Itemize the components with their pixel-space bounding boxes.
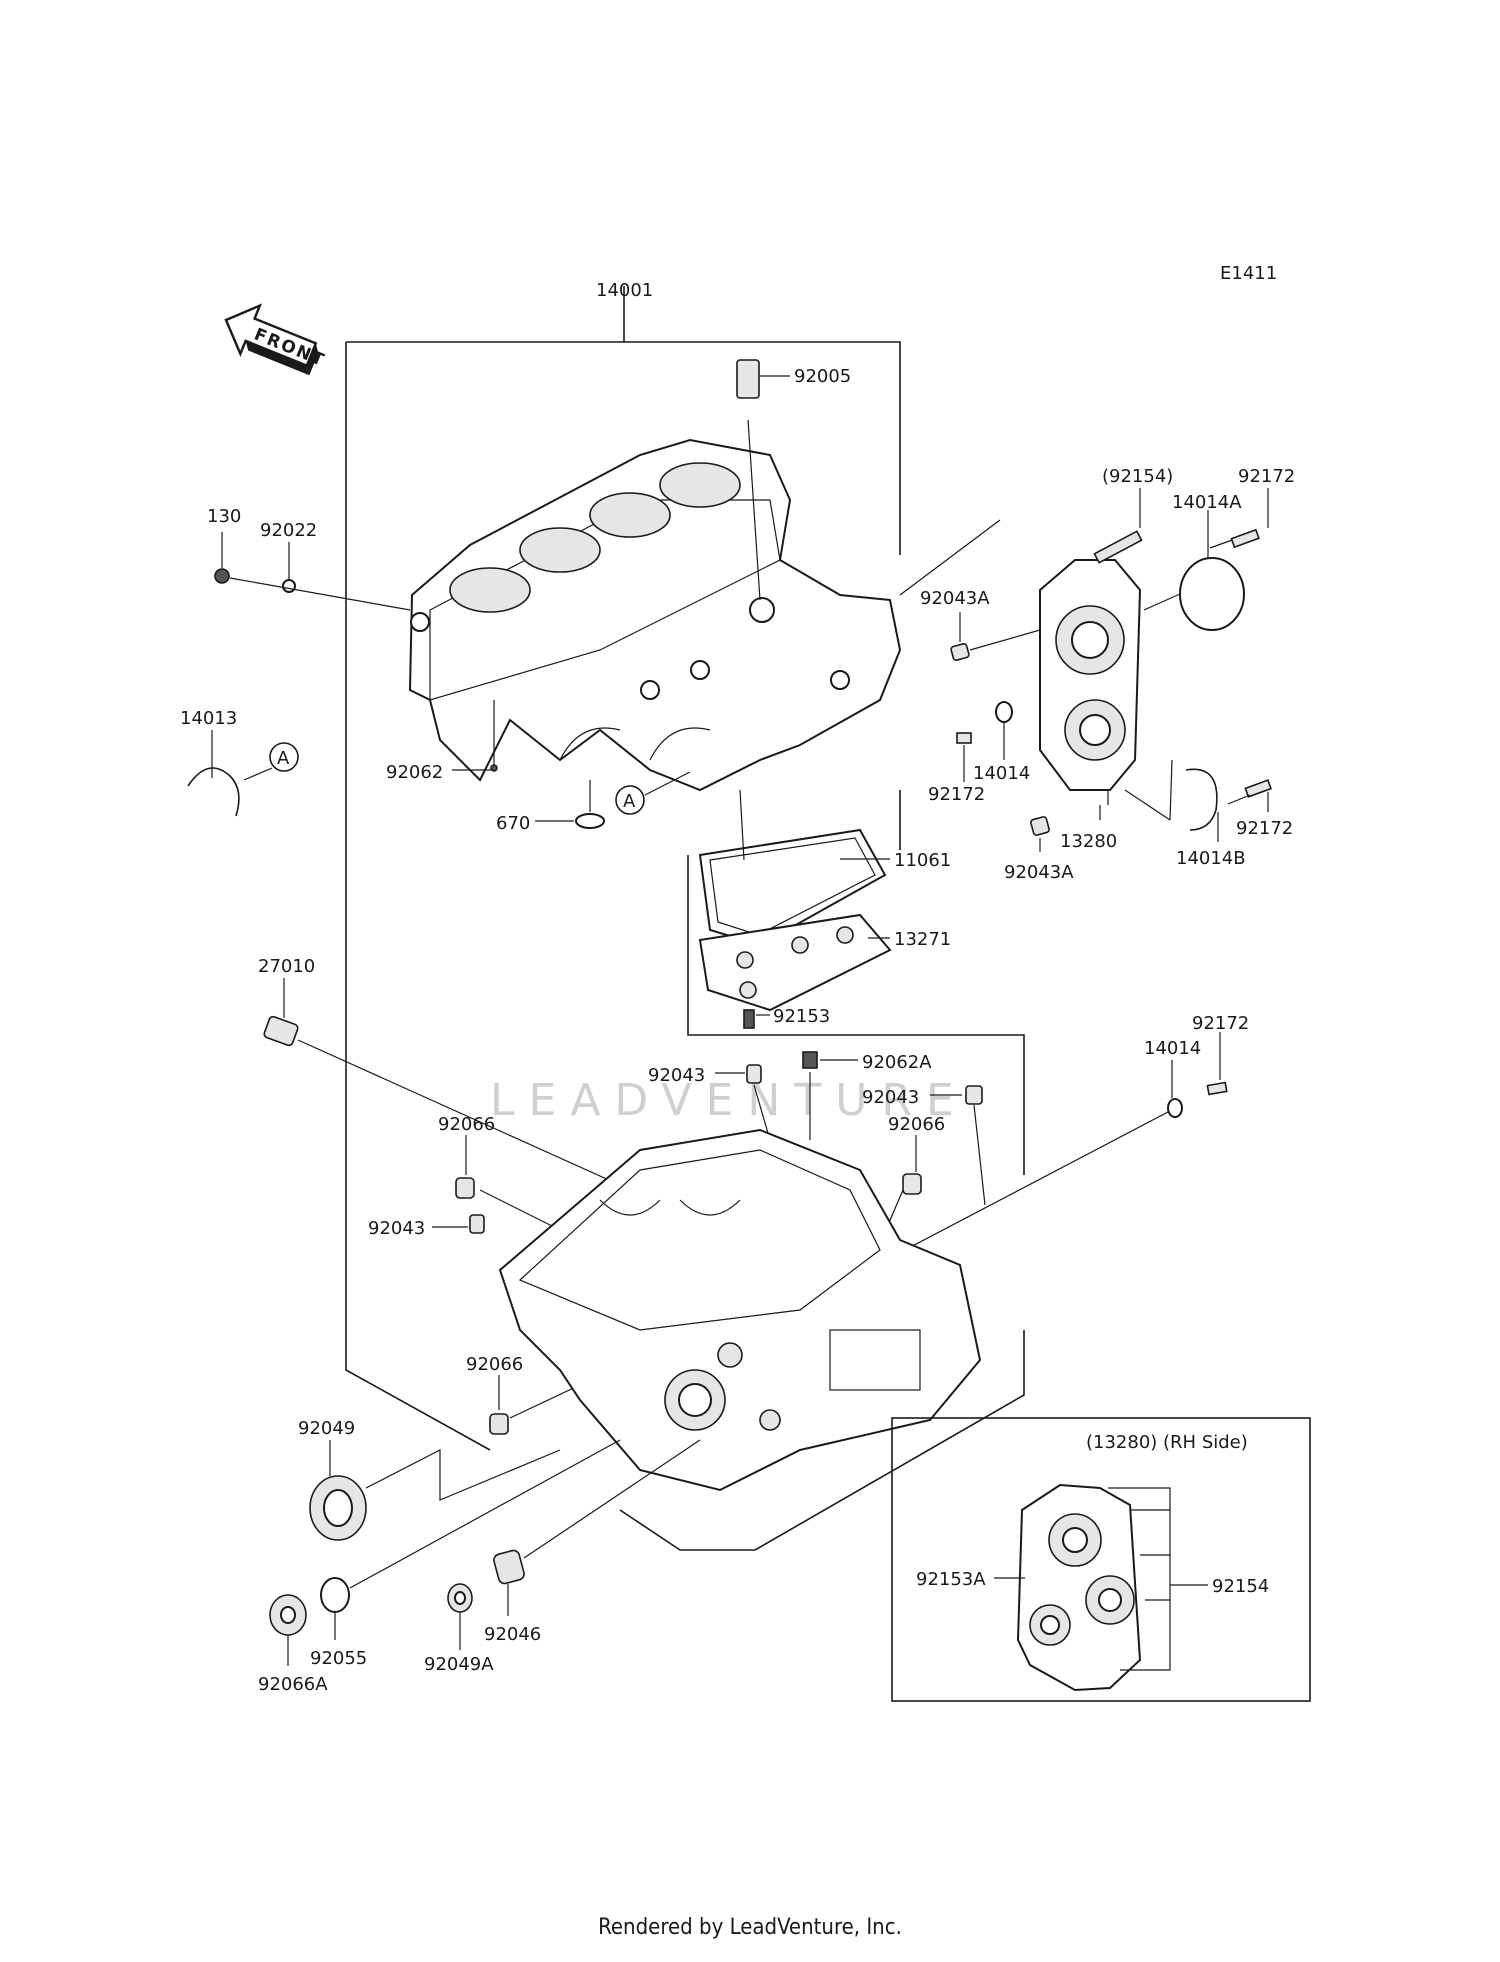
part-14014-upper: [995, 701, 1013, 760]
part-92043-a: [715, 1064, 771, 1141]
label-92066-a: 92066: [438, 1114, 495, 1135]
part-92043A-upper: [950, 612, 1041, 661]
label-92022: 92022: [260, 520, 317, 541]
label-14014A: 14014A: [1172, 492, 1242, 513]
diagram-code: E1411: [1220, 263, 1277, 284]
bracket-lower: [619, 855, 1025, 1551]
label-92062A: 92062A: [862, 1052, 932, 1073]
ref-A-1: A: [277, 748, 290, 769]
label-92066-b: 92066: [888, 1114, 945, 1135]
label-92043A-lower: 92043A: [1004, 862, 1074, 883]
label-92055: 92055: [310, 1648, 367, 1669]
part-14014B: [1124, 759, 1273, 842]
label-92154-bracketed: (92154): [1102, 466, 1173, 487]
part-92172-mid: [956, 732, 972, 782]
part-92043A-lower: [1030, 816, 1050, 852]
lower-crankcase: [498, 1128, 982, 1492]
label-92062: 92062: [386, 762, 443, 783]
label-92043-b: 92043: [862, 1087, 919, 1108]
part-92153: [743, 1009, 770, 1029]
label-92043-c: 92043: [368, 1218, 425, 1239]
label-670: 670: [496, 813, 530, 834]
part-92055: [320, 1439, 621, 1640]
label-92046: 92046: [484, 1624, 541, 1645]
part-14014A: [1143, 510, 1245, 631]
label-14013: 14013: [180, 708, 237, 729]
part-14013: A: [187, 730, 299, 817]
label-92066A: 92066A: [258, 1674, 328, 1695]
label-92066-c: 92066: [466, 1354, 523, 1375]
label-13280: 13280: [1060, 831, 1117, 852]
part-130-92022: [214, 532, 411, 611]
label-13271: 13271: [894, 929, 951, 950]
label-92049: 92049: [298, 1418, 355, 1439]
label-92153A: 92153A: [916, 1569, 986, 1590]
part-92154: [1093, 488, 1143, 564]
label-14001: 14001: [596, 280, 653, 301]
part-92049A: [447, 1583, 473, 1650]
bracket-14001: [345, 286, 901, 1451]
part-92062A: [802, 1051, 858, 1140]
ref-A-2: A: [623, 791, 636, 812]
label-92172-upper: 92172: [1238, 466, 1295, 487]
part-92046: [493, 1439, 701, 1616]
part-92062: [452, 700, 498, 772]
label-92049A: 92049A: [424, 1654, 494, 1675]
label-14014B: 14014B: [1176, 848, 1246, 869]
part-92172-lower: [1206, 1032, 1228, 1096]
part-92043-b: [930, 1085, 986, 1206]
part-92066-a: [455, 1135, 561, 1231]
watermark: LEADVENTURE: [490, 1075, 968, 1126]
part-92066A: [269, 1594, 307, 1666]
part-13271: [698, 913, 892, 1012]
part-92049: [309, 1440, 561, 1541]
part-92043-c: [432, 1214, 485, 1234]
inset-rh-side: (13280) (RH Side): [891, 1417, 1311, 1702]
label-92043-a: 92043: [648, 1065, 705, 1086]
label-130: 130: [207, 506, 241, 527]
part-670: A: [535, 771, 691, 829]
footer-credit: Rendered by LeadVenture, Inc.: [598, 1915, 902, 1940]
label-14014-lower: 14014: [1144, 1038, 1201, 1059]
front-arrow-icon: FRONT: [224, 303, 328, 376]
part-92172-upper: [1209, 488, 1269, 549]
label-92172-mid: 92172: [928, 784, 985, 805]
label-11061: 11061: [894, 850, 951, 871]
upper-crankcase: [408, 438, 902, 792]
label-92172-lower: 92172: [1192, 1013, 1249, 1034]
part-92005: [736, 359, 790, 601]
part-11061: [698, 789, 890, 947]
label-14014-upper: 14014: [973, 763, 1030, 784]
label-92154-inset: 92154: [1212, 1576, 1269, 1597]
inset-title: (13280) (RH Side): [1086, 1432, 1248, 1453]
label-92172-right: 92172: [1236, 818, 1293, 839]
part-92066-c: [489, 1375, 581, 1435]
part-27010: [263, 978, 621, 1186]
rh-side-cover-13280: [899, 519, 1142, 820]
label-92005: 92005: [794, 366, 851, 387]
label-92153: 92153: [773, 1006, 830, 1027]
label-27010: 27010: [258, 956, 315, 977]
label-92043A-upper: 92043A: [920, 588, 990, 609]
